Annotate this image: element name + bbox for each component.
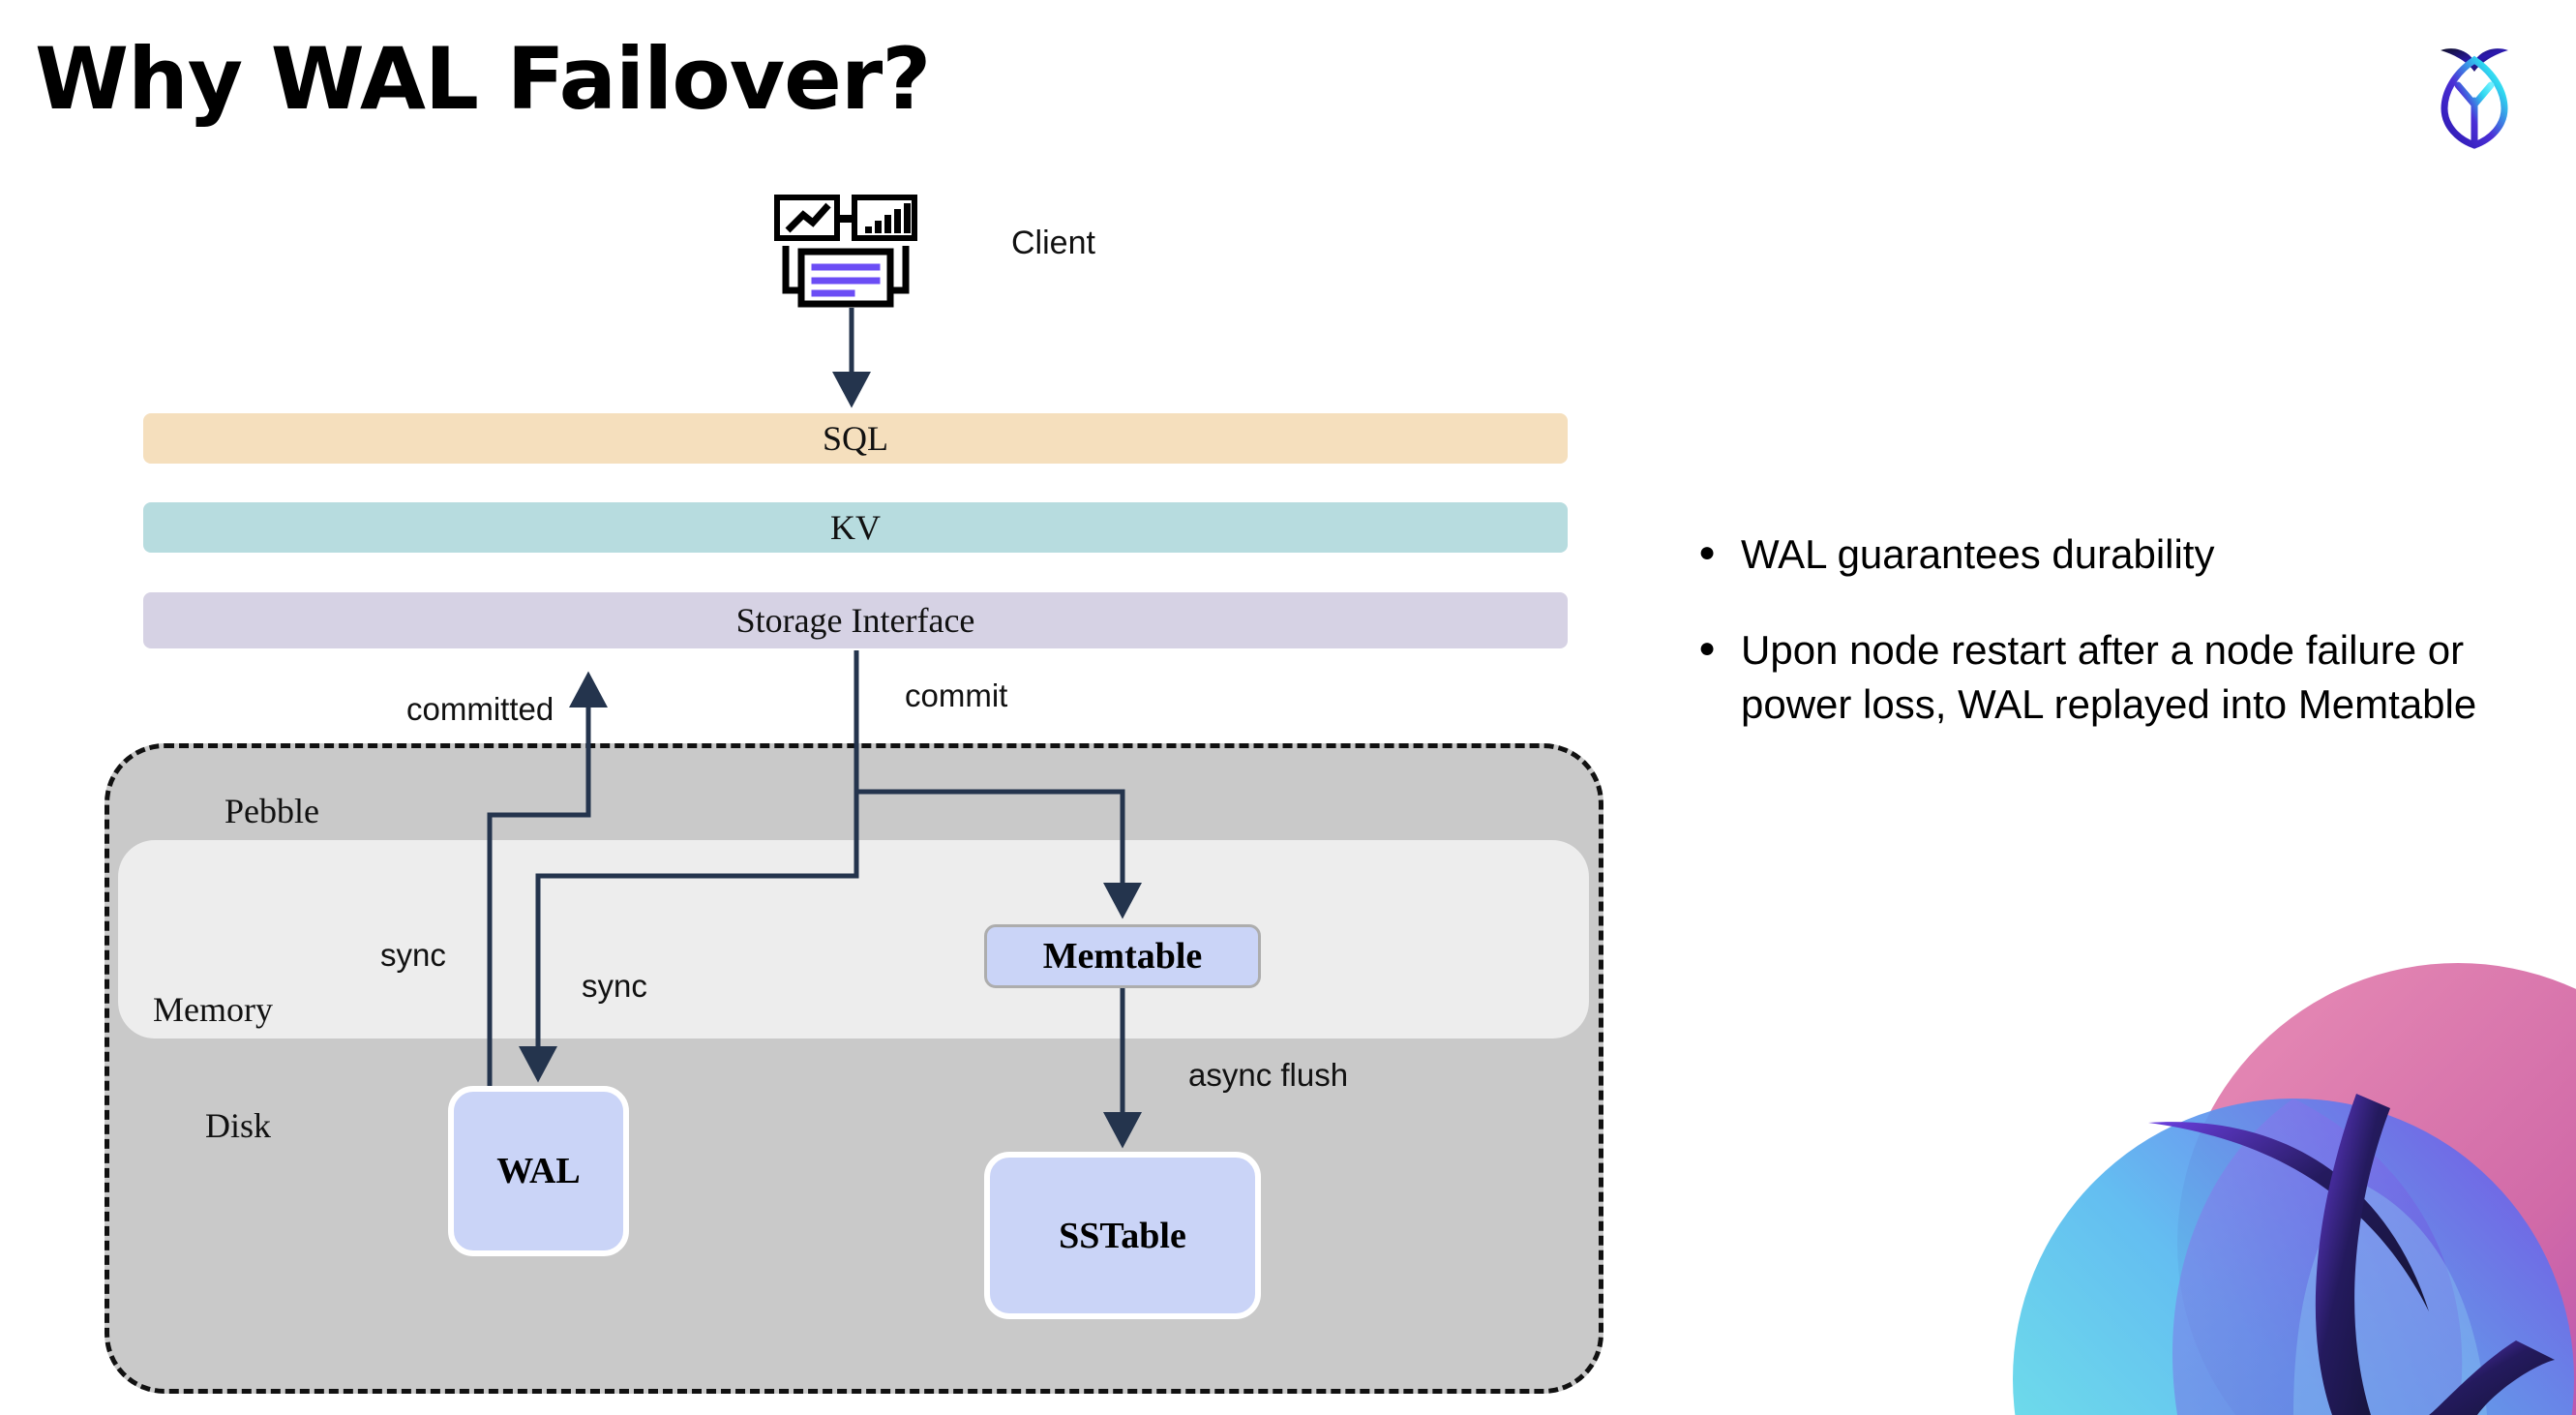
node-memtable-label: Memtable bbox=[1042, 936, 1203, 977]
cockroachdb-logo bbox=[2411, 29, 2537, 155]
list-item: ● WAL guarantees durability bbox=[1698, 527, 2511, 583]
layer-kv[interactable]: KV bbox=[143, 502, 1568, 553]
edge-label-committed: committed bbox=[406, 691, 554, 727]
edge-label-async-flush: async flush bbox=[1188, 1057, 1349, 1093]
edge-label-sync-right: sync bbox=[582, 968, 647, 1004]
edge-label-commit: commit bbox=[905, 677, 1008, 713]
memory-region bbox=[118, 840, 1589, 1039]
node-sstable[interactable]: SSTable bbox=[984, 1152, 1261, 1319]
bullet-list: ● WAL guarantees durability ● Upon node … bbox=[1698, 527, 2511, 773]
client-label: Client bbox=[1011, 225, 1095, 261]
node-wal[interactable]: WAL bbox=[448, 1086, 629, 1256]
client-dashboard-icon bbox=[774, 194, 929, 310]
edge-label-sync-left: sync bbox=[380, 937, 446, 973]
disk-label: Disk bbox=[205, 1106, 272, 1145]
node-sstable-label: SSTable bbox=[1059, 1215, 1186, 1256]
list-item: ● Upon node restart after a node failure… bbox=[1698, 623, 2511, 733]
bullet-marker: ● bbox=[1698, 536, 1717, 568]
bullet-text: Upon node restart after a node failure o… bbox=[1741, 626, 2477, 728]
node-memtable[interactable]: Memtable bbox=[984, 924, 1261, 988]
layer-storage-interface-label: Storage Interface bbox=[735, 601, 975, 640]
layer-sql[interactable]: SQL bbox=[143, 413, 1568, 464]
bullet-text: WAL guarantees durability bbox=[1741, 531, 2215, 577]
layer-storage-interface[interactable]: Storage Interface bbox=[143, 592, 1568, 648]
memory-label: Memory bbox=[153, 990, 273, 1029]
bullet-marker: ● bbox=[1698, 631, 1717, 664]
page-title: Why WAL Failover? bbox=[35, 29, 931, 129]
node-wal-label: WAL bbox=[496, 1151, 581, 1191]
pebble-label: Pebble bbox=[225, 792, 319, 830]
layer-kv-label: KV bbox=[830, 508, 881, 547]
layer-sql-label: SQL bbox=[822, 419, 888, 458]
decorative-graphic bbox=[1974, 924, 2576, 1415]
